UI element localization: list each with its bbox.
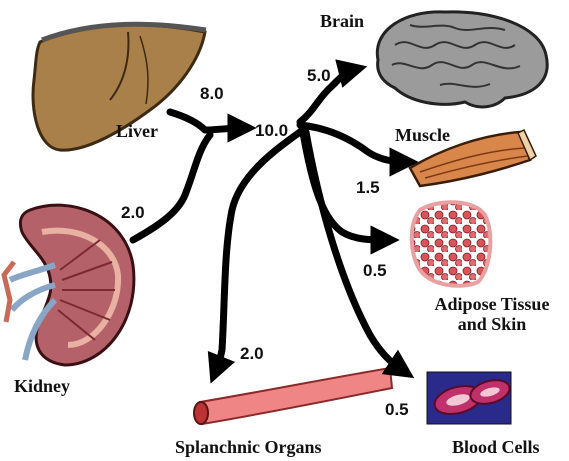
adipose-icon [412,202,491,286]
label-muscle: Muscle [395,126,450,146]
label-adipose: Adipose Tissue and Skin [422,295,562,335]
vessel-icon [194,368,392,424]
blood-cells-icon [427,372,512,424]
value-liver: 8.0 [200,84,224,104]
arrow-hub-to-splanchnic [216,132,300,370]
label-brain: Brain [320,12,364,32]
label-adipose-line2: and Skin [422,315,562,335]
arrow-liver-to-hub [170,112,242,130]
arrow-hub-to-muscle [300,125,404,162]
value-kidney: 2.0 [121,203,145,223]
label-adipose-line1: Adipose Tissue [422,295,562,315]
flow-arrows [133,70,404,370]
kidney-icon [4,205,134,365]
value-muscle: 1.5 [356,178,380,198]
arrow-kidney-to-hub [133,135,210,240]
value-hub: 10.0 [255,121,288,141]
value-splanchnic: 2.0 [240,344,264,364]
brain-icon [377,12,547,107]
arrow-hub-to-blood [306,132,402,370]
value-adipose: 0.5 [363,261,387,281]
label-liver: Liver [116,122,158,142]
value-blood-cells: 0.5 [385,400,409,420]
value-brain: 5.0 [307,66,331,86]
label-splanchnic: Splanchnic Organs [175,438,322,458]
label-kidney: Kidney [14,377,70,397]
label-blood-cells: Blood Cells [452,438,540,458]
